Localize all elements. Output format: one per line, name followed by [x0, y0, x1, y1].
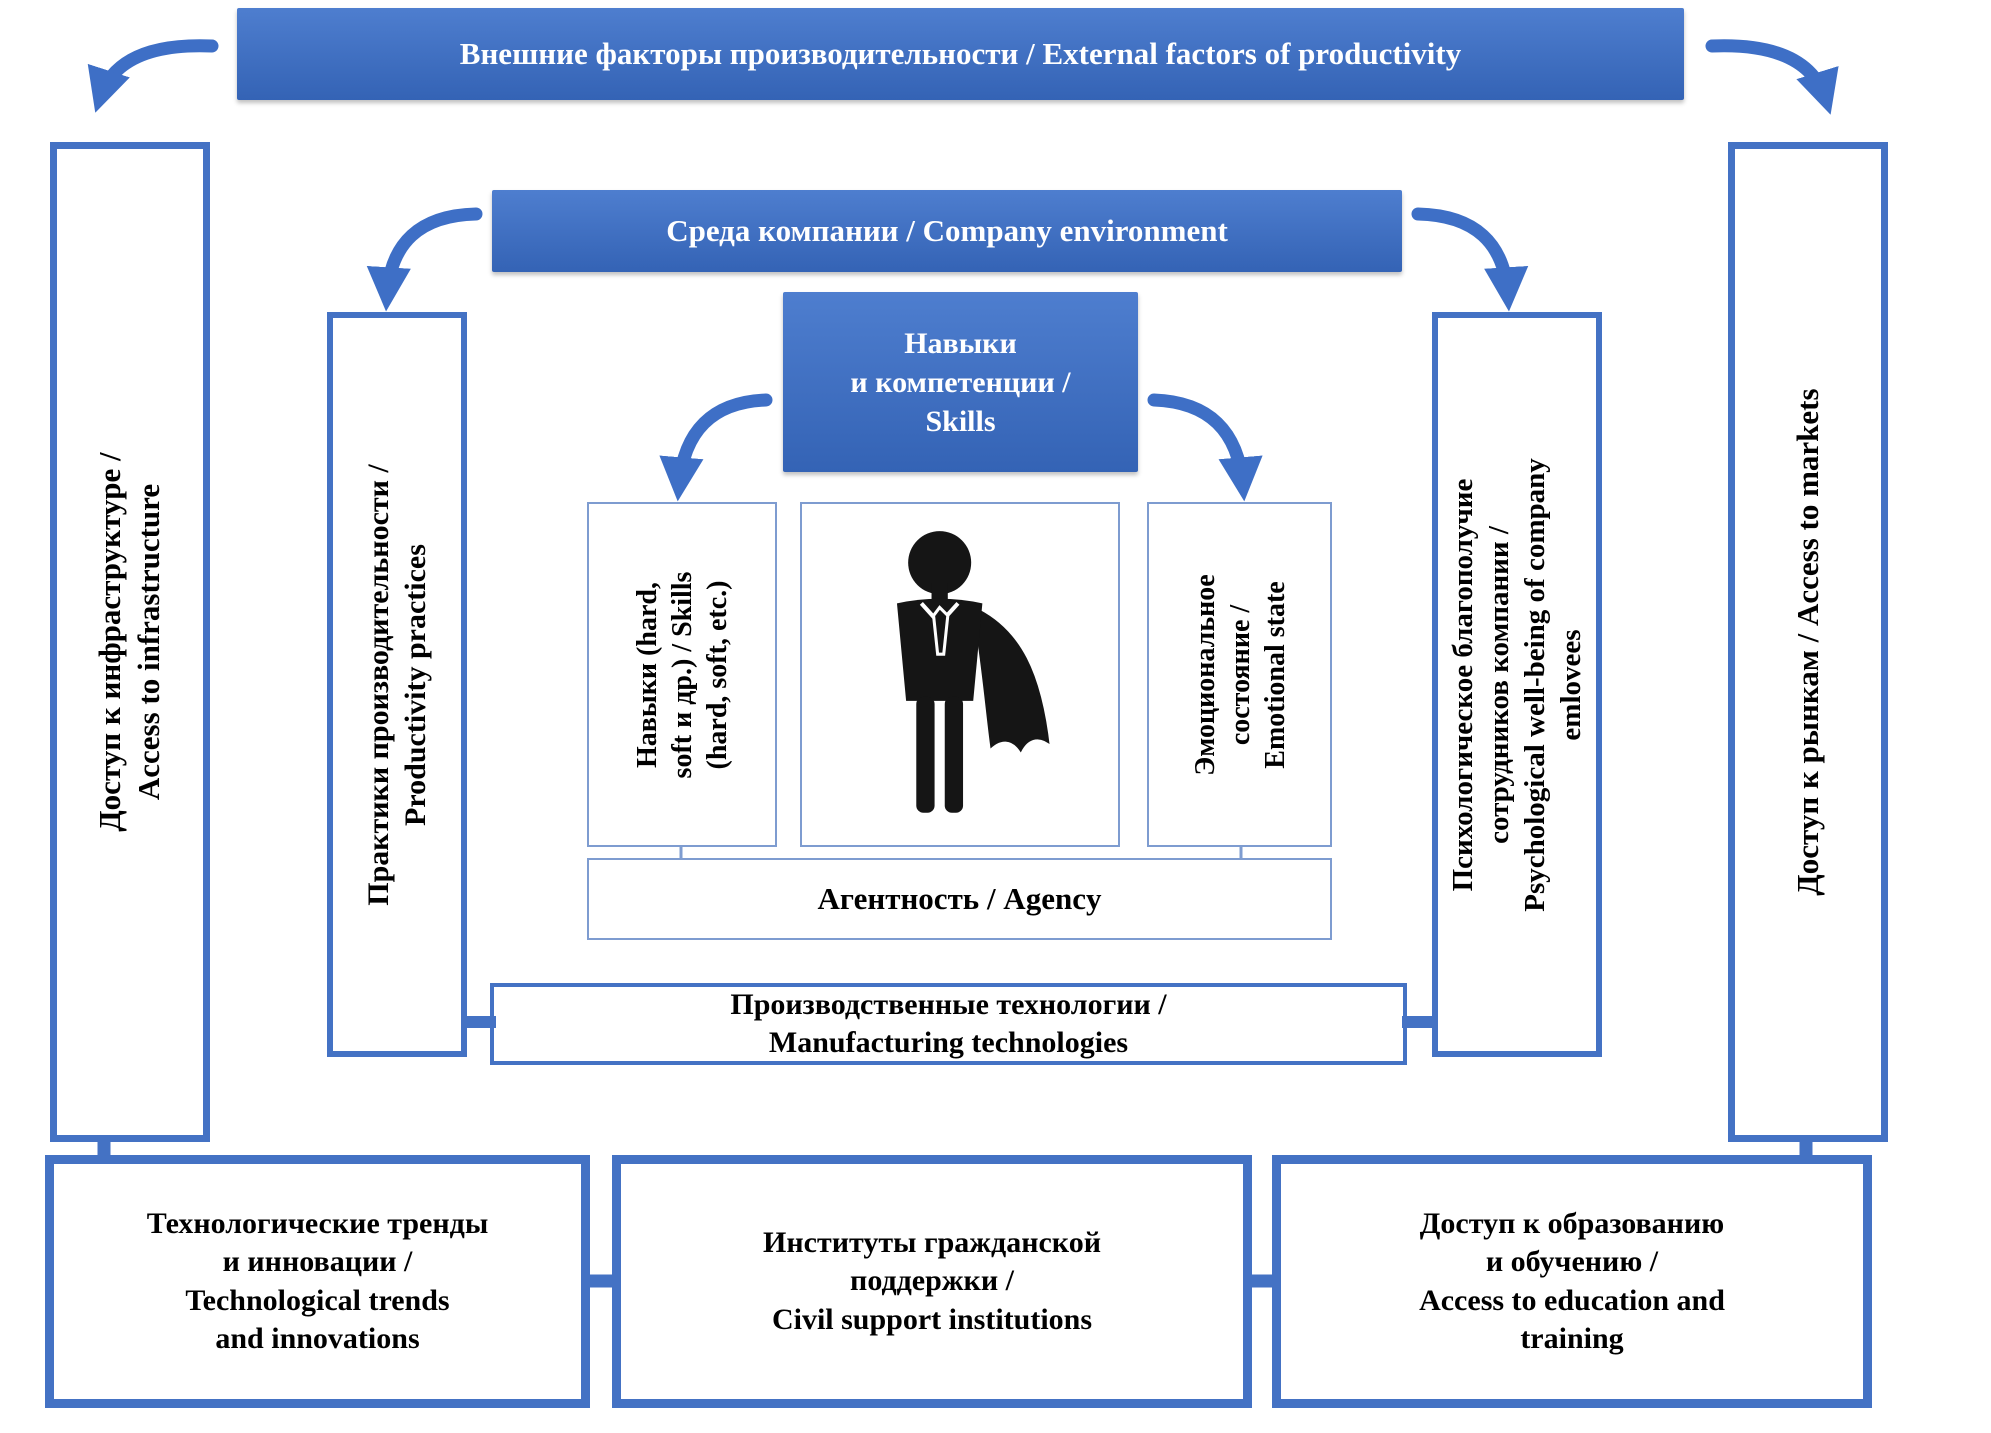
box-emotional-state: Эмоциональное состояние / Emotional stat… [1147, 502, 1332, 847]
arrow-top-right [1705, 39, 1839, 115]
box-technological-trends: Технологические тренды и инновации / Tec… [45, 1155, 590, 1408]
box-access-markets-label: Доступ к рынкам / Access to markets [1789, 388, 1825, 896]
box-access-infrastructure: Доступ к инфраструктуре / Access to infr… [50, 142, 210, 1142]
arrow-company-right [1411, 207, 1529, 312]
box-access-education: Доступ к образованию и обучению / Access… [1272, 1155, 1872, 1408]
superhero-icon [896, 531, 1054, 813]
box-productivity-practices-label: Практики производительности / Productivi… [361, 463, 433, 906]
box-psychological-wellbeing-label: Психологическое благополучие сотрудников… [1446, 457, 1588, 912]
box-emotional-state-label: Эмоциональное состояние / Emotional stat… [1189, 573, 1290, 776]
banner-skills: Навыки и компетенции / Skills [783, 292, 1138, 472]
arrow-skills-left [659, 393, 773, 502]
box-productivity-practices: Практики производительности / Productivi… [327, 312, 467, 1057]
box-person [800, 502, 1120, 847]
arrow-skills-right [1147, 393, 1263, 502]
arrow-top-left [87, 39, 219, 113]
box-skills-detail-label: Навыки (hard, soft и др.) / Skills (hard… [631, 571, 733, 778]
banner-external-factors: Внешние факторы производительности / Ext… [237, 8, 1684, 100]
box-skills-detail: Навыки (hard, soft и др.) / Skills (hard… [587, 502, 777, 847]
banner-company-environment: Среда компании / Company environment [492, 190, 1402, 272]
box-manufacturing-technologies: Производственные технологии / Manufactur… [490, 983, 1407, 1065]
box-agency: Агентность / Agency [587, 858, 1332, 940]
box-access-markets: Доступ к рынкам / Access to markets [1728, 142, 1888, 1142]
box-civil-support: Институты гражданской поддержки / Civil … [612, 1155, 1252, 1408]
box-access-infrastructure-label: Доступ к инфраструктуре / Access to infr… [92, 452, 166, 832]
arrow-company-left [366, 207, 483, 312]
box-psychological-wellbeing: Психологическое благополучие сотрудников… [1432, 312, 1602, 1057]
